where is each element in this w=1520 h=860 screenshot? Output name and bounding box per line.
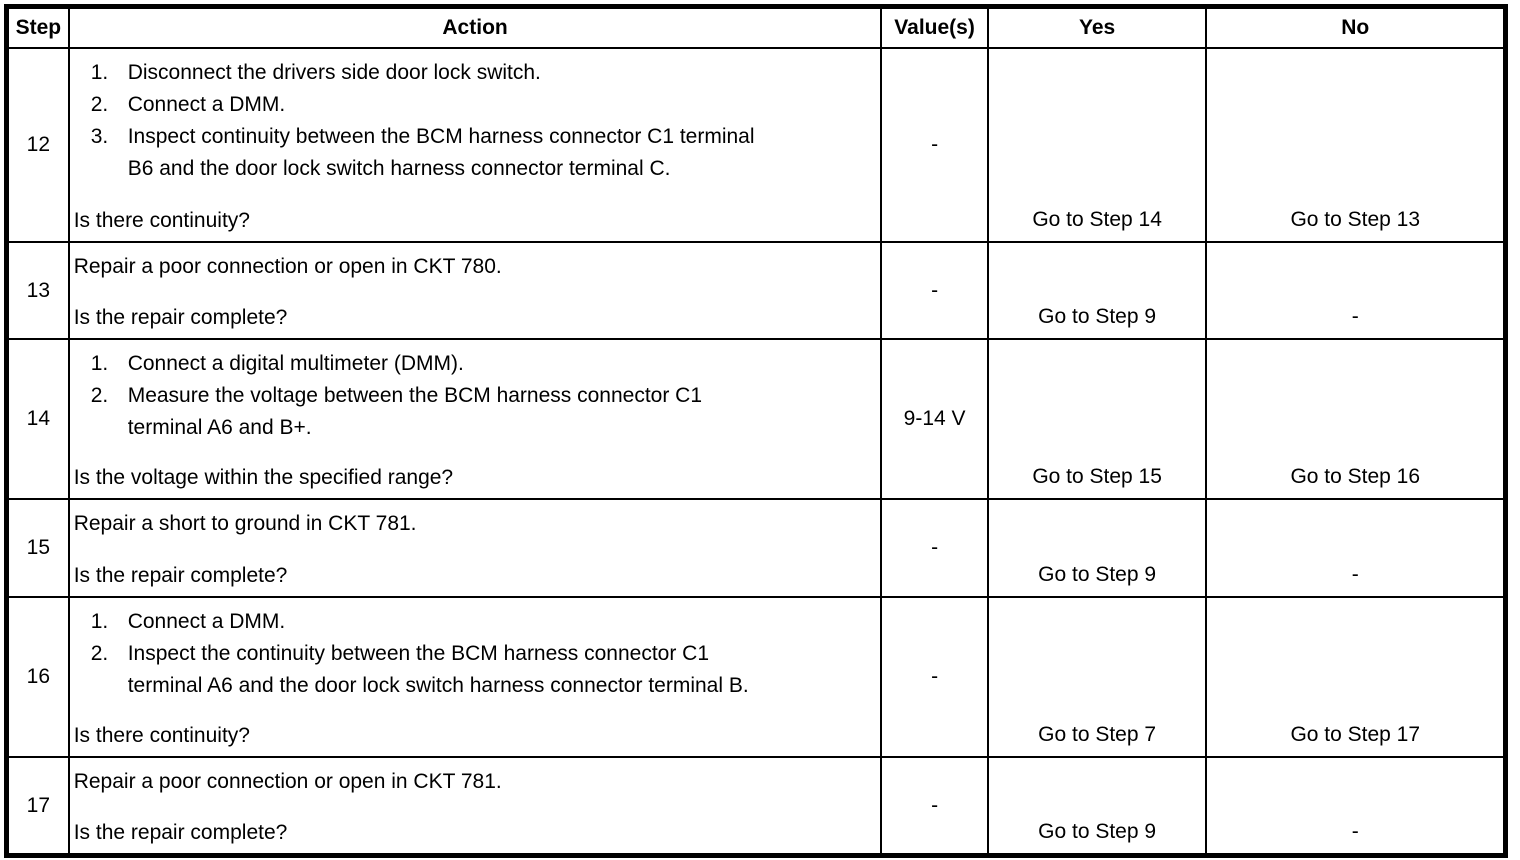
no-cell: - bbox=[1205, 498, 1507, 598]
no-target: - bbox=[1351, 820, 1359, 843]
instruction-text: Inspect the continuity between the BCM h… bbox=[127, 642, 749, 697]
action-question: Is the repair complete? bbox=[73, 821, 288, 844]
action-question: Is the voltage within the specified rang… bbox=[73, 466, 454, 489]
action-question: Is there continuity? bbox=[73, 724, 250, 747]
instruction-text: Disconnect the drivers side door lock sw… bbox=[127, 61, 541, 84]
action-cell: 1. Disconnect the drivers side door lock … bbox=[67, 47, 883, 243]
instruction-text: Connect a digital multimeter (DMM). bbox=[127, 352, 464, 375]
numbered-instruction: 2. Inspect the continuity between the BCM… bbox=[73, 638, 875, 702]
value-cell: - bbox=[880, 47, 989, 243]
action-instructions: 1. Disconnect the drivers side door lock … bbox=[73, 57, 875, 185]
table-row: 14 1. Connect a digital multimeter (DMM).… bbox=[5, 338, 1507, 500]
step-number: 14 bbox=[5, 338, 70, 500]
action-instructions: 1. Connect a digital multimeter (DMM). 2. M… bbox=[73, 348, 875, 444]
yes-target: Go to Step 9 bbox=[1038, 820, 1157, 843]
action-cell: Repair a poor connection or open in CKT … bbox=[67, 241, 883, 340]
step-number: 13 bbox=[5, 241, 70, 340]
action-content: 1. Connect a DMM. 2. Inspect the continuity… bbox=[71, 599, 880, 755]
yes-target: Go to Step 7 bbox=[1038, 723, 1157, 746]
numbered-instruction: 1. Connect a digital multimeter (DMM). bbox=[73, 348, 875, 380]
step-number: 15 bbox=[5, 498, 70, 598]
no-cell: Go to Step 16 bbox=[1205, 338, 1507, 500]
no-target: - bbox=[1351, 563, 1359, 586]
yes-target: Go to Step 15 bbox=[1032, 465, 1162, 488]
numbered-instruction: 2. Measure the voltage between the BCM ha… bbox=[73, 380, 875, 444]
column-header-yes: Yes bbox=[986, 5, 1208, 49]
action-cell: 1. Connect a digital multimeter (DMM). 2. M… bbox=[67, 338, 883, 500]
no-target: Go to Step 13 bbox=[1290, 208, 1421, 231]
action-content: Repair a short to ground in CKT 781. Is … bbox=[71, 501, 880, 595]
yes-cell: Go to Step 9 bbox=[986, 498, 1208, 598]
no-target: - bbox=[1351, 305, 1359, 328]
action-cell: Repair a short to ground in CKT 781. Is … bbox=[67, 498, 883, 598]
instruction-text: Inspect continuity between the BCM harne… bbox=[127, 125, 755, 180]
no-cell: - bbox=[1205, 756, 1507, 857]
no-cell: - bbox=[1205, 241, 1507, 340]
action-cell: 1. Connect a DMM. 2. Inspect the continuity… bbox=[67, 596, 883, 758]
yes-target: Go to Step 9 bbox=[1038, 563, 1157, 586]
action-instructions: Repair a poor connection or open in CKT … bbox=[73, 766, 875, 798]
numbered-instruction: 1. Disconnect the drivers side door lock … bbox=[73, 57, 875, 89]
no-target: Go to Step 17 bbox=[1290, 723, 1421, 746]
table-row: 13 Repair a poor connection or open in C… bbox=[5, 241, 1507, 340]
action-content: 1. Disconnect the drivers side door lock … bbox=[71, 50, 880, 240]
yes-target: Go to Step 14 bbox=[1032, 208, 1162, 231]
table-row: 12 1. Disconnect the drivers side door lo… bbox=[5, 47, 1507, 243]
value-cell: - bbox=[880, 756, 989, 857]
numbered-instruction: 2. Connect a DMM. bbox=[73, 89, 875, 121]
numbered-instruction: 3. Inspect continuity between the BCM har… bbox=[73, 121, 875, 185]
no-cell: Go to Step 13 bbox=[1205, 47, 1507, 243]
instruction-text: Measure the voltage between the BCM harn… bbox=[127, 384, 703, 439]
step-number: 17 bbox=[5, 756, 70, 857]
action-instructions: 1. Connect a DMM. 2. Inspect the continuity… bbox=[73, 606, 875, 702]
action-content: 1. Connect a digital multimeter (DMM). 2. M… bbox=[71, 341, 880, 497]
action-question: Is the repair complete? bbox=[73, 564, 288, 587]
column-header-step: Step bbox=[5, 5, 70, 49]
action-instructions: Repair a poor connection or open in CKT … bbox=[73, 251, 875, 283]
instruction-number: 1. bbox=[90, 352, 109, 375]
step-number: 16 bbox=[5, 596, 70, 758]
action-statement: Repair a poor connection or open in CKT … bbox=[73, 255, 502, 278]
step-number: 12 bbox=[5, 47, 70, 243]
action-statement: Repair a short to ground in CKT 781. bbox=[73, 512, 417, 535]
instruction-number: 3. bbox=[90, 125, 109, 148]
yes-cell: Go to Step 15 bbox=[986, 338, 1208, 500]
value-cell: - bbox=[880, 241, 989, 340]
action-instructions: Repair a short to ground in CKT 781. bbox=[73, 508, 875, 540]
yes-cell: Go to Step 7 bbox=[986, 596, 1208, 758]
yes-cell: Go to Step 9 bbox=[986, 756, 1208, 857]
action-statement: Repair a poor connection or open in CKT … bbox=[73, 770, 502, 793]
yes-target: Go to Step 9 bbox=[1038, 305, 1157, 328]
no-target: Go to Step 16 bbox=[1290, 465, 1421, 488]
table-row: 17 Repair a poor connection or open in C… bbox=[5, 756, 1507, 857]
table-row: 15 Repair a short to ground in CKT 781. … bbox=[5, 498, 1507, 598]
instruction-text: Connect a DMM. bbox=[127, 610, 286, 633]
instruction-number: 2. bbox=[90, 642, 109, 665]
value-cell: - bbox=[880, 596, 989, 758]
numbered-instruction: 1. Connect a DMM. bbox=[73, 606, 875, 638]
yes-cell: Go to Step 9 bbox=[986, 241, 1208, 340]
action-content: Repair a poor connection or open in CKT … bbox=[71, 244, 880, 337]
header-row: Step Action Value(s) Yes No bbox=[5, 5, 1507, 49]
column-header-values: Value(s) bbox=[880, 5, 989, 49]
table-row: 16 1. Connect a DMM. 2. Inspect the continu… bbox=[5, 596, 1507, 758]
no-cell: Go to Step 17 bbox=[1205, 596, 1507, 758]
column-header-action: Action bbox=[67, 5, 883, 49]
instruction-number: 1. bbox=[90, 610, 109, 633]
instruction-number: 2. bbox=[90, 384, 109, 407]
instruction-number: 2. bbox=[90, 93, 109, 116]
yes-cell: Go to Step 14 bbox=[986, 47, 1208, 243]
action-question: Is there continuity? bbox=[73, 209, 250, 232]
diagnostic-table: Step Action Value(s) Yes No 12 1. Disconn… bbox=[4, 4, 1508, 858]
value-cell: - bbox=[880, 498, 989, 598]
action-content: Repair a poor connection or open in CKT … bbox=[71, 759, 880, 853]
column-header-no: No bbox=[1205, 5, 1507, 49]
value-cell: 9-14 V bbox=[880, 338, 989, 500]
action-question: Is the repair complete? bbox=[73, 306, 288, 329]
instruction-number: 1. bbox=[90, 61, 109, 84]
instruction-text: Connect a DMM. bbox=[127, 93, 286, 116]
action-cell: Repair a poor connection or open in CKT … bbox=[67, 756, 883, 857]
